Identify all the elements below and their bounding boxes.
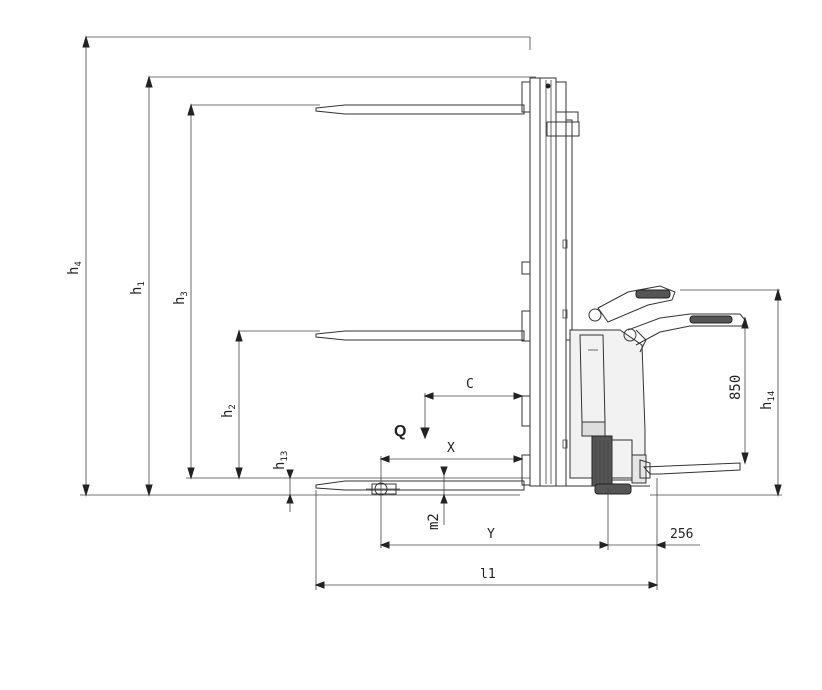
dimension-h14 xyxy=(650,288,782,497)
label-m2: m2 xyxy=(426,513,442,530)
platform xyxy=(639,459,741,479)
dimension-850 xyxy=(741,316,749,465)
carriage-top xyxy=(521,81,531,113)
dimension-256 xyxy=(608,478,700,590)
carriage-mark-1 xyxy=(521,261,531,275)
dimension-l1 xyxy=(314,490,659,590)
label-h4: h4 xyxy=(66,261,84,275)
label-h3: h3 xyxy=(172,291,190,305)
label-256: 256 xyxy=(670,527,693,542)
label-h13: h13 xyxy=(272,451,290,470)
label-850: 850 xyxy=(728,375,744,400)
fork-top xyxy=(315,104,525,115)
label-h2: h2 xyxy=(220,404,238,418)
fork-bottom xyxy=(315,480,525,491)
carriage-middle xyxy=(521,310,531,342)
dimension-h13 xyxy=(286,469,294,512)
dimension-y xyxy=(379,488,610,550)
label-y: Y xyxy=(487,527,495,542)
label-l1: l1 xyxy=(480,567,496,582)
label-c: C xyxy=(466,377,474,392)
load-wheel xyxy=(366,482,400,496)
truck-body xyxy=(556,328,650,495)
dimension-m2 xyxy=(440,466,448,525)
dimension-x xyxy=(379,455,524,548)
dimension-h1 xyxy=(145,75,536,497)
label-h1: h1 xyxy=(129,281,147,295)
mast xyxy=(529,77,580,487)
dimension-h4 xyxy=(82,35,531,497)
label-x: X xyxy=(447,441,455,456)
dimension-h2 xyxy=(235,329,320,480)
carriage-low xyxy=(521,395,531,427)
label-h14: h14 xyxy=(759,391,777,410)
fork-middle xyxy=(315,330,525,341)
dimension-h3 xyxy=(187,103,320,480)
label-q: Q xyxy=(394,423,406,440)
dimension-c xyxy=(420,392,524,440)
